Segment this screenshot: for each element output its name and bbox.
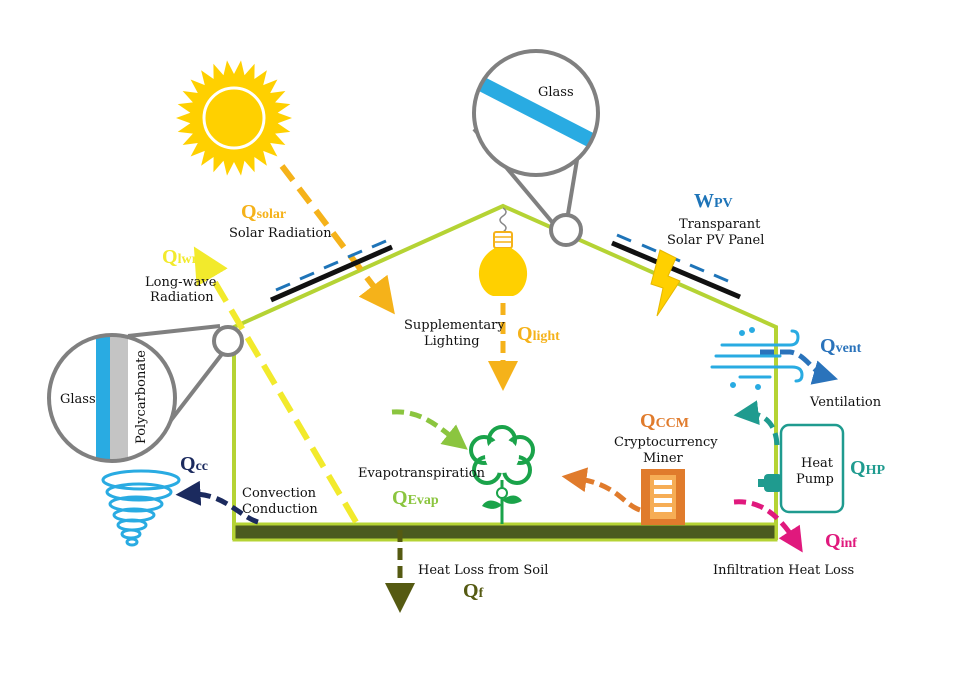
convection-arrow bbox=[175, 480, 259, 525]
ccm-desc-1: Cryptocurrency bbox=[614, 435, 718, 450]
pv-panel-left bbox=[269, 239, 394, 303]
q-vent-label: Qvent bbox=[820, 335, 862, 357]
greenhouse-frame bbox=[232, 203, 778, 542]
miner-heat-arrow bbox=[561, 467, 641, 513]
w-pv-label: WPV bbox=[694, 190, 733, 212]
tornado-icon bbox=[101, 469, 181, 547]
lighting-desc-1: Supplementary bbox=[404, 318, 505, 333]
glass-label-left: Glass bbox=[60, 392, 96, 407]
light-bulb-icon bbox=[478, 207, 528, 296]
lightning-bolt-icon bbox=[650, 249, 681, 317]
evapotranspiration-arrow bbox=[391, 409, 468, 450]
longwave-desc-1: Long-wave bbox=[145, 275, 217, 290]
pv-desc-2: Solar PV Panel bbox=[667, 233, 764, 248]
glass-label-top: Glass bbox=[538, 85, 574, 100]
heat-pump-label-2: Pump bbox=[796, 472, 834, 487]
q-solar-label: Qsolar bbox=[241, 201, 286, 223]
q-cc-label: Qcc bbox=[180, 453, 208, 475]
q-f-label: Qf bbox=[463, 580, 484, 602]
solar-radiation-arrow bbox=[279, 164, 395, 315]
glass-magnifier-top: Glass bbox=[472, 49, 600, 247]
conduction-desc: Conduction bbox=[242, 502, 318, 517]
ventilation-arrow bbox=[760, 349, 839, 385]
evapotranspiration-desc: Evapotranspiration bbox=[358, 466, 486, 481]
heat-pump-unit: Heat Pump bbox=[758, 423, 845, 514]
convection-desc: Convection bbox=[242, 486, 317, 501]
sun-icon bbox=[176, 60, 292, 176]
q-inf-label: Qinf bbox=[825, 530, 857, 552]
solar-radiation-desc: Solar Radiation bbox=[229, 226, 332, 241]
polycarbonate-label: Polycarbonate bbox=[134, 350, 149, 444]
q-evap-label: QEvap bbox=[392, 487, 439, 509]
wind-icon bbox=[710, 327, 804, 390]
heat-pump-arrow bbox=[733, 400, 780, 446]
q-lwr-label: Qlwr bbox=[162, 246, 198, 268]
pv-panel-right bbox=[611, 233, 741, 300]
plant-icon bbox=[469, 425, 535, 524]
glass-magnifier-left: Glass Polycarbonate bbox=[47, 324, 244, 463]
ccm-desc-2: Miner bbox=[643, 451, 684, 466]
crypto-miner-icon bbox=[641, 469, 685, 525]
longwave-desc-2: Radiation bbox=[150, 290, 214, 305]
pv-desc-1: Transparant bbox=[679, 217, 761, 232]
soil-loss-desc: Heat Loss from Soil bbox=[418, 563, 548, 578]
heat-pump-label-1: Heat bbox=[801, 456, 834, 471]
q-hp-label: QHP bbox=[850, 457, 885, 479]
infiltration-desc: Infiltration Heat Loss bbox=[713, 563, 854, 578]
q-light-label: Qlight bbox=[517, 323, 560, 345]
lighting-desc-2: Lighting bbox=[424, 334, 480, 349]
q-ccm-label: QCCM bbox=[640, 410, 689, 432]
longwave-radiation-arrow bbox=[193, 246, 359, 524]
ventilation-desc: Ventilation bbox=[809, 395, 882, 410]
infiltration-arrow bbox=[733, 499, 803, 553]
soil-floor bbox=[232, 522, 778, 542]
